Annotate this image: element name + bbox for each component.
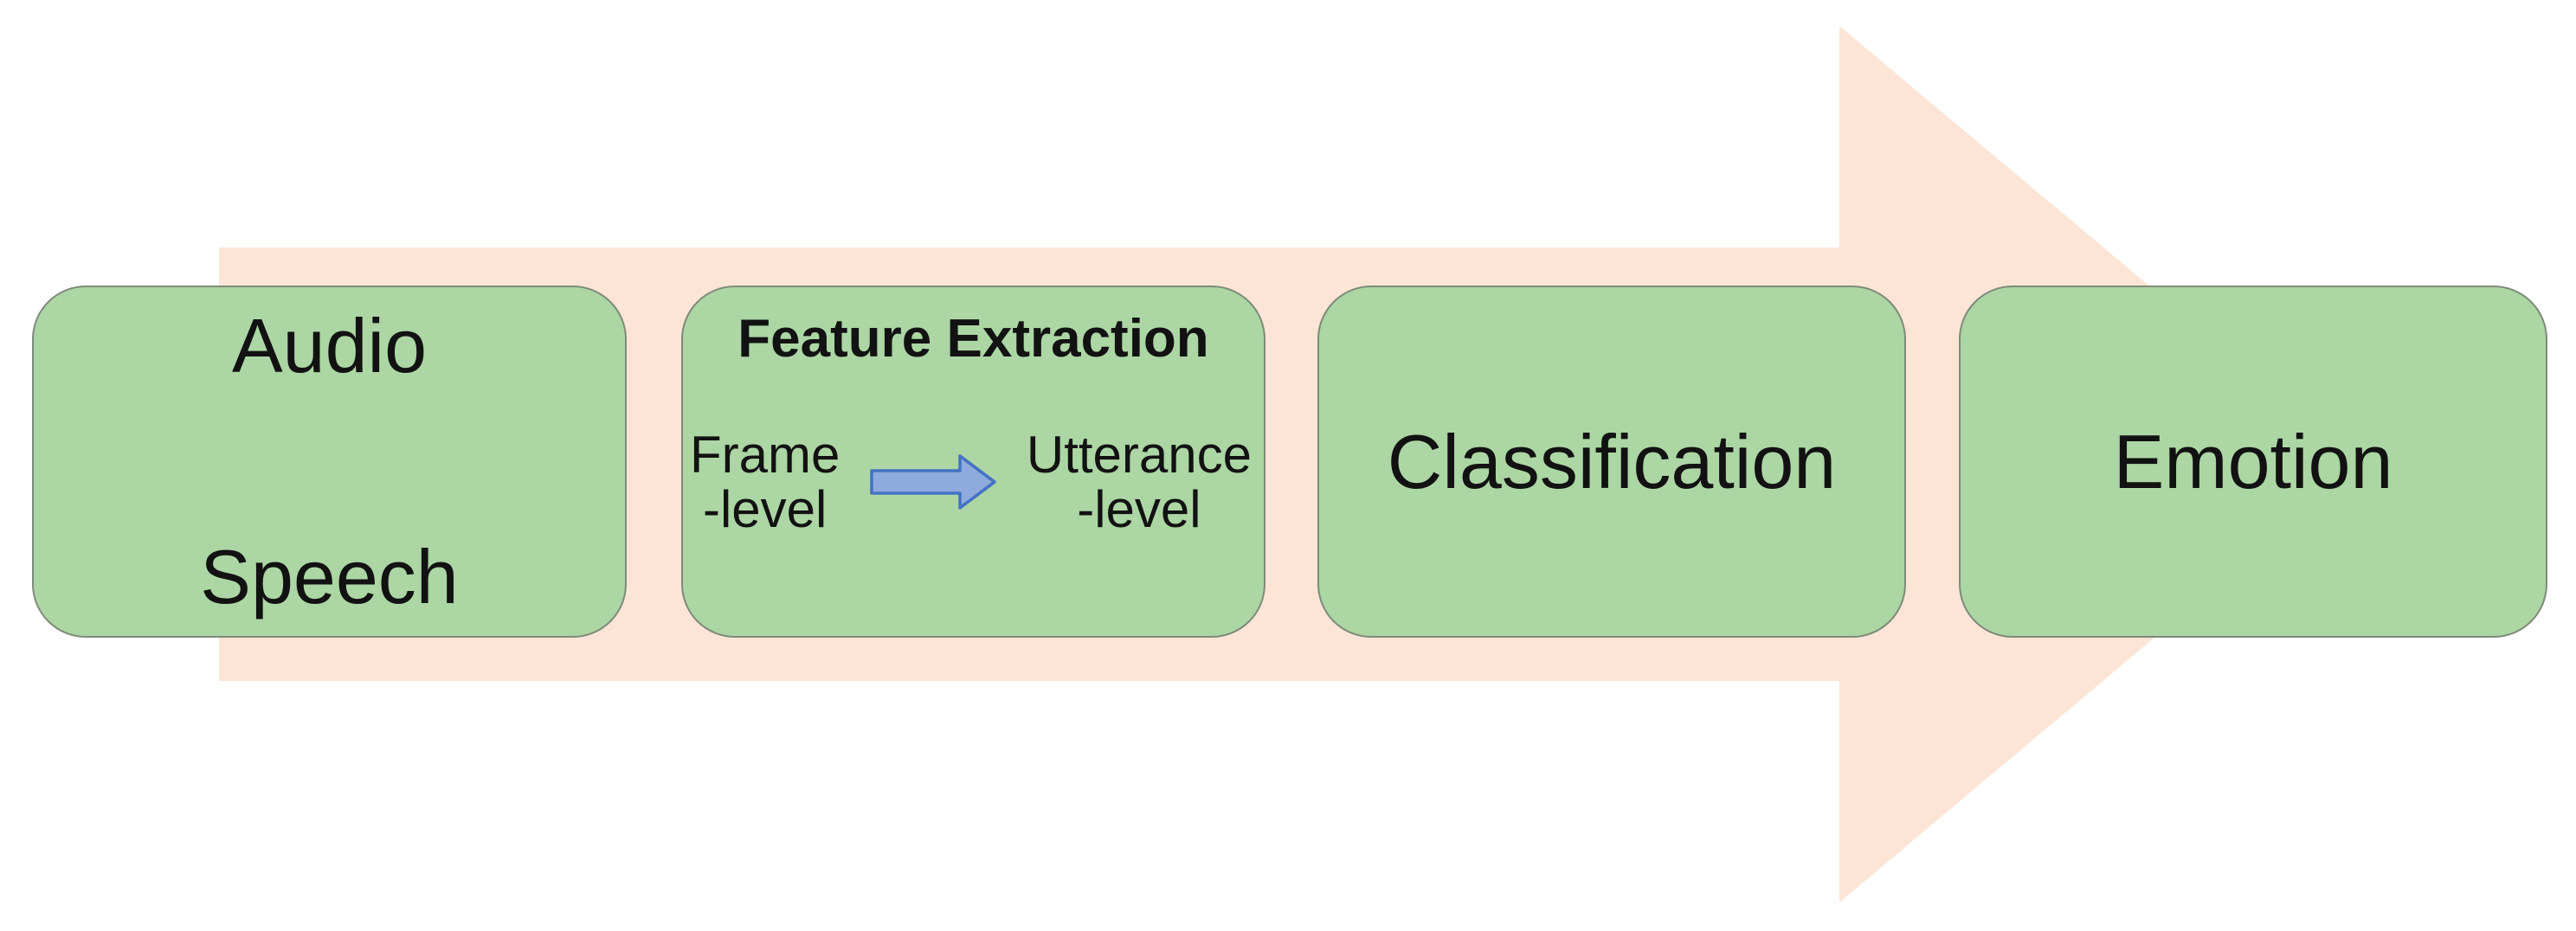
audio-speech-label-line1: Audio — [231, 302, 428, 388]
audio-speech-label: Audio Speech — [200, 172, 458, 751]
frame-level-label: Frame -level — [690, 427, 840, 536]
utterance-level-label-line1: Utterance — [1026, 426, 1252, 485]
utterance-level-label: Utterance -level — [1027, 427, 1252, 536]
feature-extraction-title: Feature Extraction — [737, 309, 1209, 369]
feature-extraction-box: Feature Extraction Frame -level Utteranc… — [681, 286, 1265, 638]
audio-speech-label-line2: Speech — [200, 534, 459, 620]
classification-box: Classification — [1317, 286, 1906, 638]
frame-to-utterance-arrow-shape — [870, 454, 996, 510]
process-flow-arrow-shape — [219, 26, 2361, 902]
feature-extraction-content: Frame -level Utterance -level — [683, 427, 1264, 536]
audio-speech-box: Audio Speech — [32, 286, 627, 638]
frame-level-label-line1: Frame — [690, 426, 840, 485]
classification-label: Classification — [1387, 418, 1837, 504]
frame-level-label-line2: -level — [702, 480, 828, 539]
emotion-label: Emotion — [2113, 418, 2393, 504]
emotion-box: Emotion — [1959, 286, 2547, 638]
utterance-level-label-line2: -level — [1077, 480, 1201, 539]
frame-to-utterance-arrow-icon — [870, 454, 996, 510]
